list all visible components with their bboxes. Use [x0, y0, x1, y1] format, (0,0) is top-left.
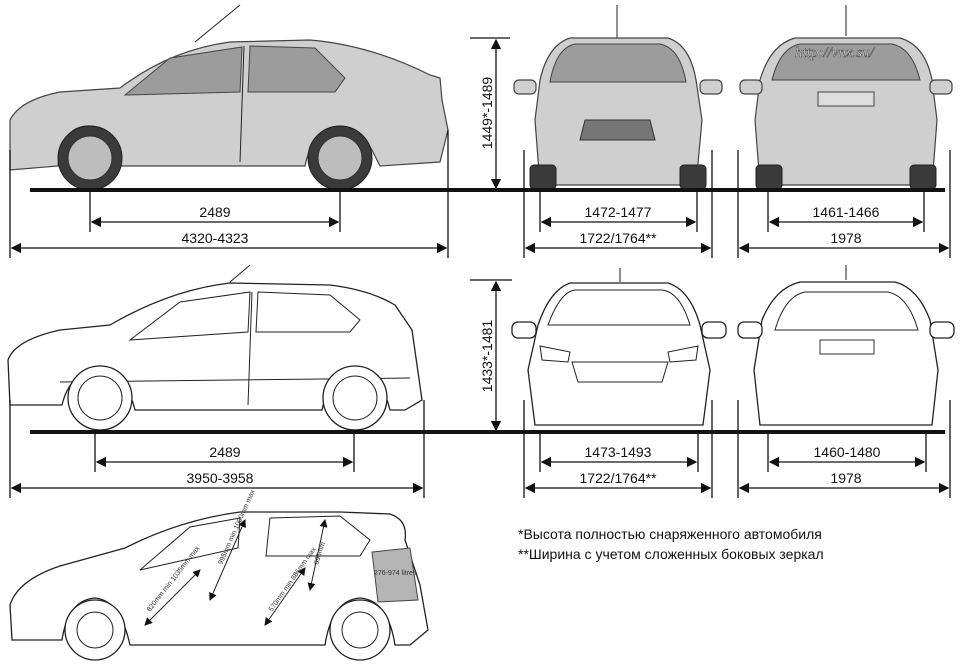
hatch-dimensions: 2489 3950-3958 1433*-1481 1473-1493 1722…	[9, 279, 951, 498]
sedan-rear-glass	[771, 43, 921, 81]
sedan-rear-rim	[317, 135, 363, 181]
sedan-front-left-mirror	[513, 79, 537, 95]
hatch-height-label: 1433*-1481	[479, 320, 495, 393]
hatch-front-track-label: 1473-1493	[585, 444, 652, 460]
interior-front-tyre	[64, 599, 126, 661]
hatch-side-view	[7, 264, 423, 431]
interior-cutaway-view: 995mm min 1000mm max 820mm min 1035mm ma…	[9, 489, 429, 661]
front-legroom-arrow	[144, 569, 201, 626]
hatch-front-width-label: 1722/1764**	[579, 470, 657, 486]
interior-front-window	[139, 517, 241, 571]
sedan-front-left-tyre	[529, 164, 557, 190]
hatch-length-label: 3950-3958	[187, 470, 254, 486]
interior-front-rim	[76, 611, 114, 649]
rear-legroom-arrow	[264, 567, 306, 626]
sedan-rear-window	[247, 45, 346, 93]
interior-boot-area	[371, 547, 419, 603]
sedan-rear-width-label: 1978	[830, 230, 861, 246]
sedan-rear-track-label: 1461-1466	[813, 204, 880, 220]
hatch-rear-glass	[774, 291, 919, 331]
hatch-door-split	[247, 291, 253, 406]
sedan-rear-left-tyre	[755, 164, 783, 190]
hatch-right-headlight	[667, 345, 699, 363]
sedan-wheelbase-label: 2489	[199, 204, 230, 220]
sedan-dimensions: 2489 4320-4323 1449*-1489 1472-1477 1722…	[9, 37, 951, 258]
hatch-rear-view	[737, 265, 955, 426]
hatch-front-view	[511, 268, 727, 426]
interior-rear-window	[265, 515, 371, 557]
note-width: **Ширина с учетом сложенных боковых зерк…	[518, 546, 824, 562]
interior-rear-rim	[341, 611, 379, 649]
hatch-rear-left-mirror	[737, 321, 763, 339]
hatch-front-right-mirror	[701, 321, 727, 339]
sedan-grille	[579, 119, 656, 141]
hatch-left-headlight	[539, 345, 571, 363]
sedan-windshield	[549, 43, 687, 83]
hatch-wheelbase-label: 2489	[209, 444, 240, 460]
hatch-front-body	[527, 282, 711, 426]
watermark: http://vnx.su/	[795, 45, 876, 61]
note-height: *Высота полностью снаряженного автомобил…	[518, 526, 822, 542]
sedan-rear-right-mirror	[929, 79, 953, 95]
hatch-rear-right-mirror	[929, 321, 955, 339]
hatch-front-rim	[77, 375, 123, 421]
hatch-windshield	[547, 289, 691, 326]
hatch-front-window	[128, 291, 251, 341]
front-headroom-arrow	[209, 519, 246, 601]
sedan-height-label: 1449*-1489	[479, 77, 495, 150]
hatch-plate	[819, 339, 875, 355]
sedan-door-split	[239, 45, 245, 163]
sedan-front-width-label: 1722/1764**	[579, 230, 657, 246]
boot-volume-label: 276-974 litres	[374, 570, 417, 577]
hatch-grille	[571, 361, 669, 383]
sedan-front-window	[123, 46, 243, 96]
sedan-plate	[817, 91, 875, 107]
hatch-rear-rim	[332, 375, 378, 421]
sedan-length-label: 4320-4323	[182, 230, 249, 246]
sedan-front-view	[513, 5, 723, 190]
sedan-antenna	[194, 4, 241, 43]
hatch-front-left-mirror	[511, 321, 537, 339]
hatch-rear-window	[255, 291, 361, 333]
sedan-front-right-tyre	[679, 164, 707, 190]
sedan-rear-right-tyre	[909, 164, 937, 190]
sedan-front-track-label: 1472-1477	[585, 204, 652, 220]
hatch-rear-track-label: 1460-1480	[814, 444, 881, 460]
sedan-rear-view: http://vnx.su/	[739, 5, 953, 190]
sedan-front-right-mirror	[699, 79, 723, 95]
sedan-rear-left-mirror	[739, 79, 763, 95]
hatch-rear-width-label: 1978	[830, 470, 861, 486]
sedan-side-view	[9, 4, 449, 191]
interior-rear-tyre	[329, 599, 391, 661]
hatch-antenna	[229, 264, 251, 283]
rear-headroom-arrow	[307, 519, 328, 591]
sedan-front-rim	[67, 135, 113, 181]
